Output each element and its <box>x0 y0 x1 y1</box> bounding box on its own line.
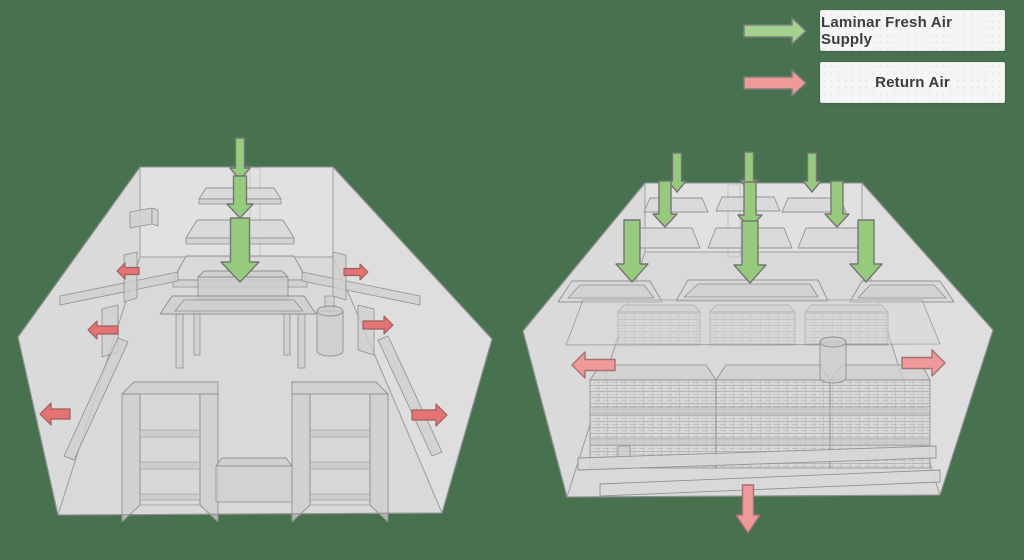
return-air-arrow <box>571 351 616 379</box>
fresh-air-arrow <box>849 219 883 283</box>
fresh-air-arrow <box>667 152 687 193</box>
right-room-return-air-arrows <box>571 349 946 534</box>
left-room-illustration <box>17 137 493 523</box>
fresh-air-arrow <box>615 219 649 283</box>
right-room-equipment-racks <box>565 299 941 469</box>
legend-item-return-air: Return Air <box>742 62 1024 103</box>
return-air-arrow-icon <box>743 68 807 97</box>
fresh-air-arrow <box>229 137 251 181</box>
left-room-table <box>159 270 317 369</box>
fresh-air-arrow <box>824 180 850 228</box>
legend-label-return-air: Return Air <box>820 62 1005 103</box>
right-room-illustration <box>522 151 994 534</box>
return-air-arrow <box>87 320 119 340</box>
right-room-fresh-air-arrows <box>615 151 883 284</box>
fresh-air-arrow <box>652 180 678 228</box>
left-room-storage-racks <box>121 381 389 523</box>
fresh-air-arrow <box>733 220 767 284</box>
return-air-arrow <box>411 403 448 427</box>
left-room-outline <box>17 166 493 516</box>
fresh-air-arrow <box>802 152 822 193</box>
return-air-arrow <box>901 349 946 377</box>
left-room-cylinder-equipment <box>316 295 344 357</box>
left-room-fresh-air-arrows <box>220 137 260 283</box>
return-air-arrow <box>343 263 369 281</box>
right-room-back-column <box>727 184 741 258</box>
right-room-return-ducts <box>577 445 941 497</box>
return-air-arrow <box>362 315 394 335</box>
return-air-arrow <box>116 262 140 280</box>
right-room-mezzanine <box>565 299 941 346</box>
legend-label-fresh-air: Laminar Fresh Air Supply <box>820 10 1005 51</box>
fresh-air-arrow-icon <box>743 16 807 45</box>
fresh-air-arrow <box>220 217 260 283</box>
left-room-return-air-arrows <box>39 262 448 427</box>
legend: Laminar Fresh Air Supply Return Air <box>742 10 1024 103</box>
fresh-air-arrow <box>226 175 254 219</box>
legend-item-fresh-air: Laminar Fresh Air Supply <box>742 10 1024 51</box>
left-room-wall-vents <box>63 207 443 461</box>
right-room-outline <box>522 182 994 498</box>
return-air-arrow <box>735 484 761 534</box>
return-air-arrow <box>39 402 71 426</box>
right-room-cylinder-equipment <box>819 341 847 384</box>
